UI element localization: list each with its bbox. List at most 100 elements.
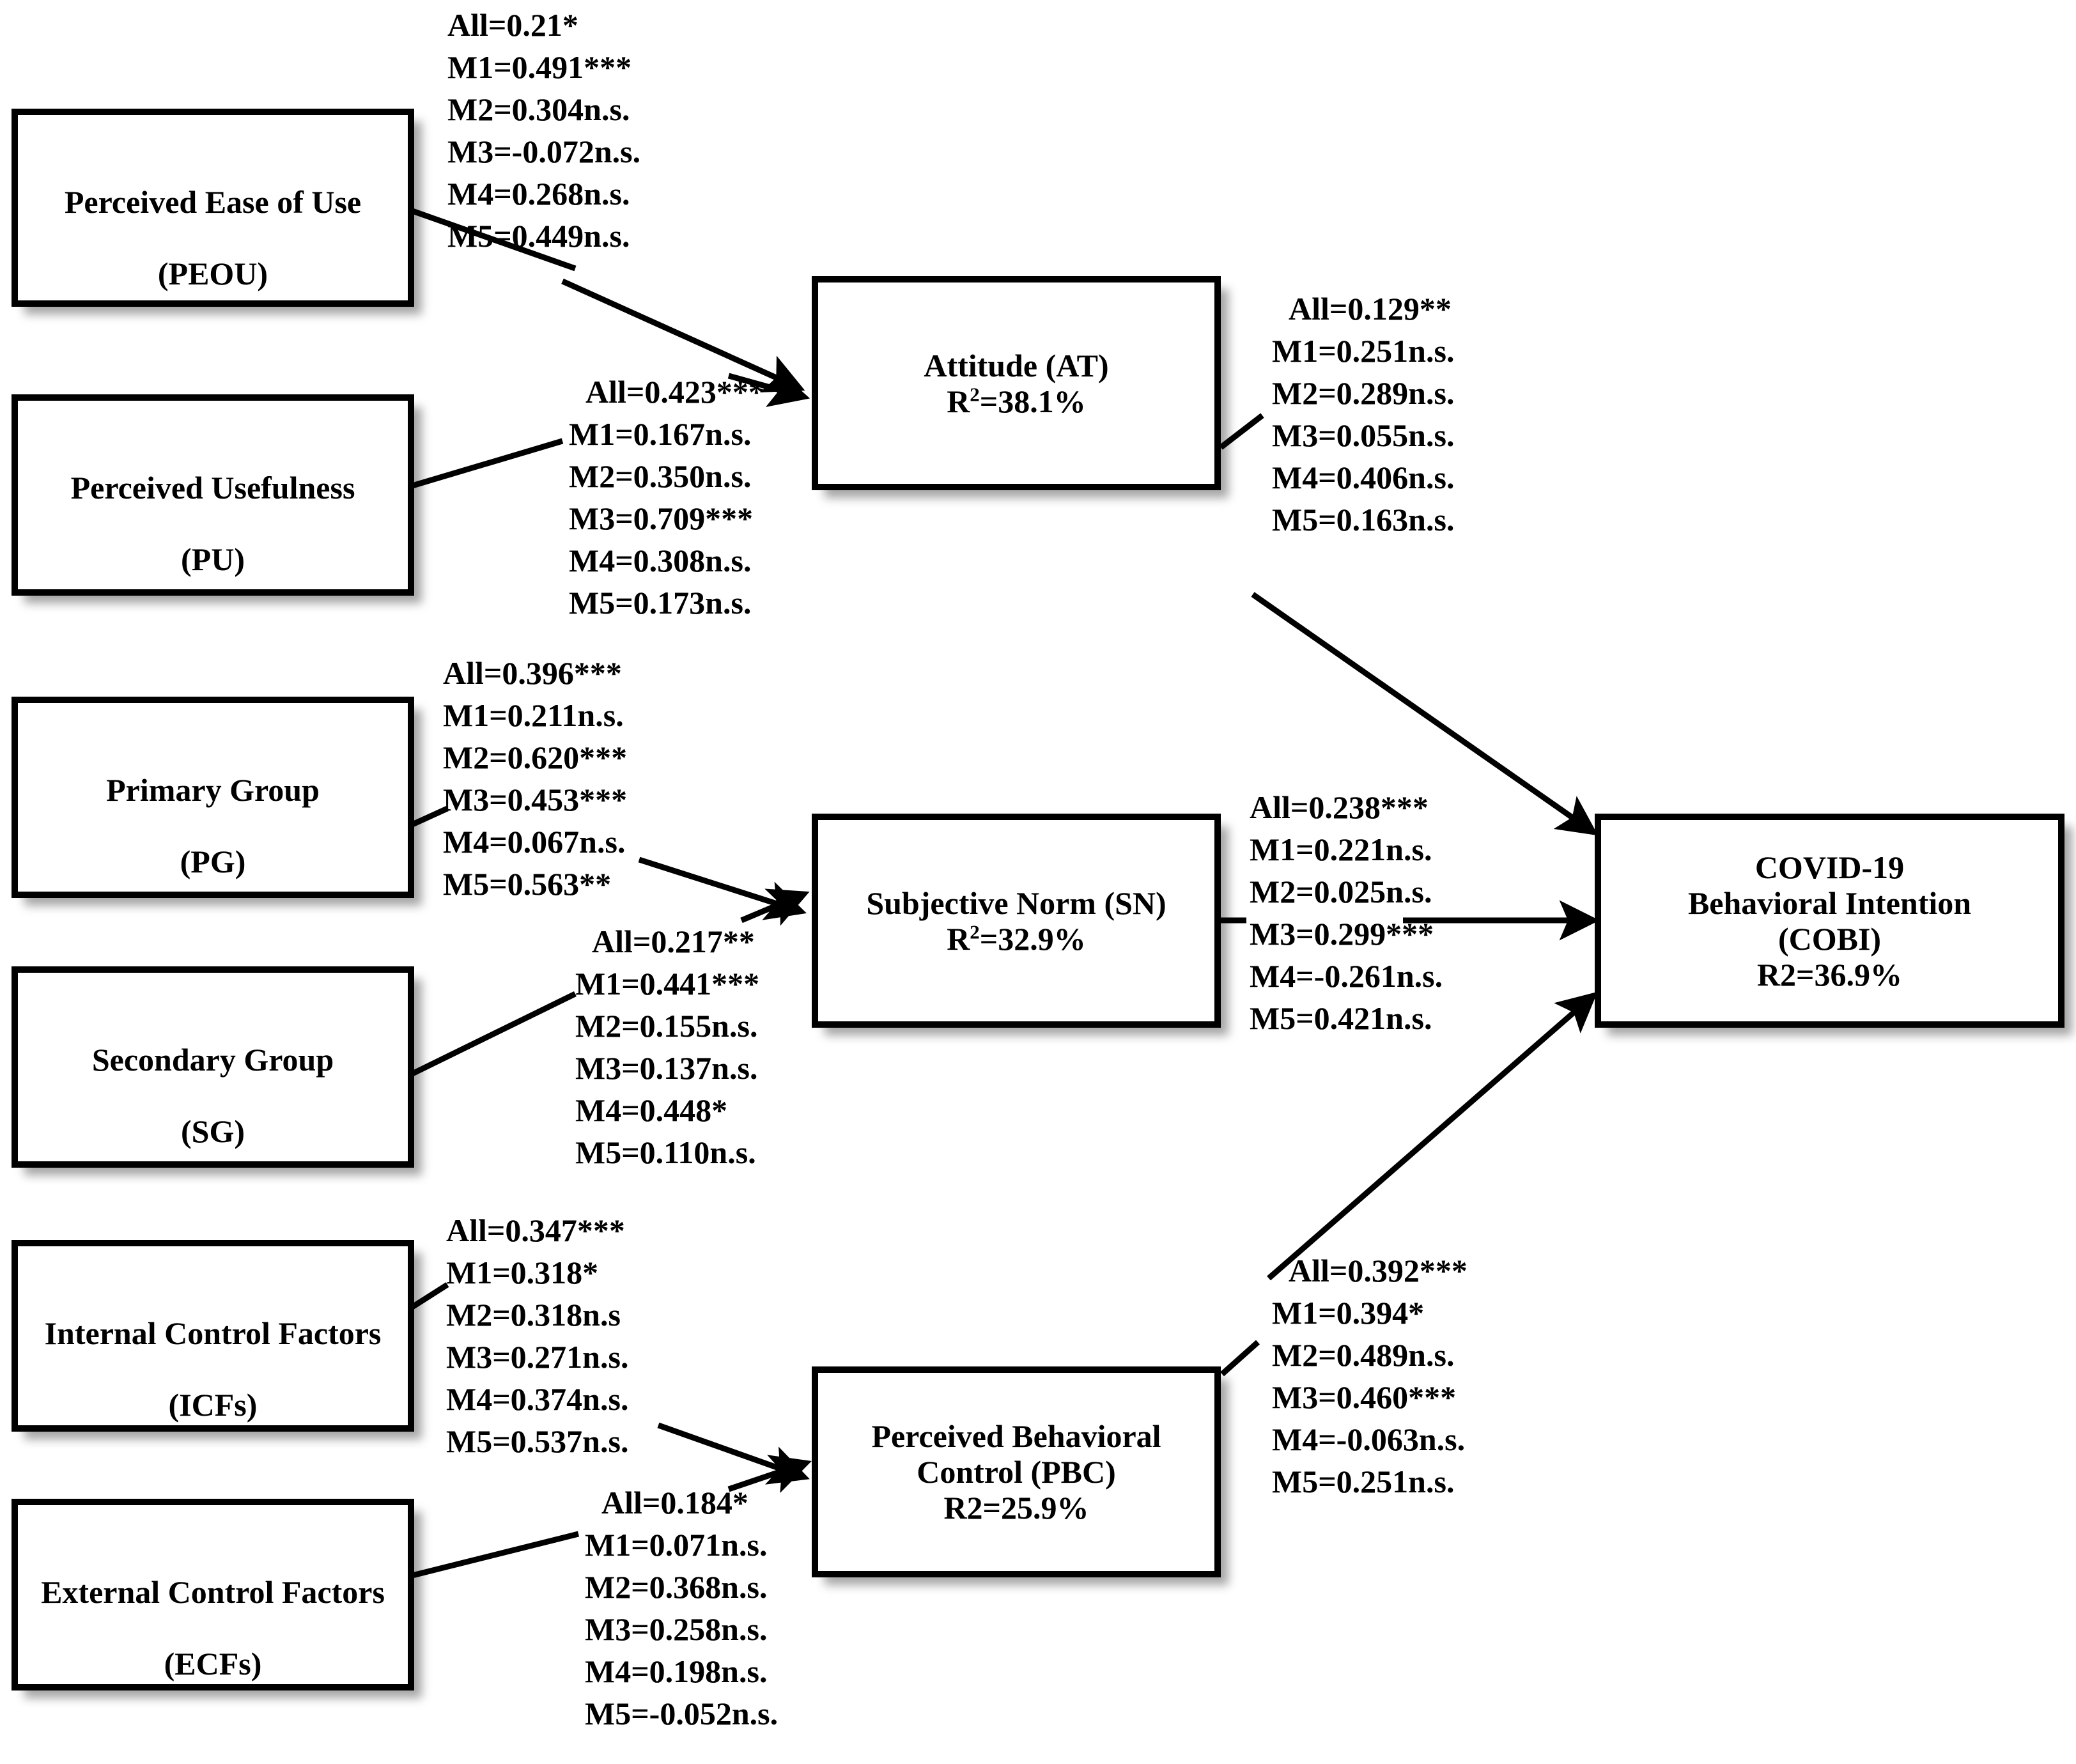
edge-pg-to-sn-arrow	[638, 856, 807, 920]
path-label-line: M2=0.155n.s.	[575, 1008, 758, 1044]
path-label-line: M2=0.350n.s.	[569, 458, 752, 494]
path-label-line: M1=0.441***	[575, 966, 760, 1002]
node-sg-abbrev: (SG)	[180, 1113, 245, 1149]
path-label-line: M4=-0.063n.s.	[1272, 1421, 1466, 1457]
node-perceived-ease-of-use[interactable]: Perceived Ease of Use (PEOU)	[12, 109, 414, 307]
node-secondary-group[interactable]: Secondary Group (SG)	[12, 966, 414, 1168]
path-label-line: M1=0.394*	[1272, 1295, 1425, 1331]
path-label-line: M4=0.406n.s.	[1272, 460, 1455, 495]
path-label-line: M3=0.137n.s.	[575, 1050, 758, 1086]
node-icf-name: Internal Control Factors	[44, 1315, 382, 1351]
edge-pbc-to-cobi-arrow	[1267, 991, 1598, 1281]
node-peou-abbrev: (PEOU)	[157, 256, 268, 291]
path-label-line: M3=0.055n.s.	[1272, 417, 1455, 453]
path-label-line: M3=0.453***	[443, 782, 628, 817]
node-perceived-usefulness[interactable]: Perceived Usefulness (PU)	[12, 394, 414, 596]
node-sn-r2: R2=32.9%	[947, 920, 1086, 957]
node-pu-label: Perceived Usefulness (PU)	[71, 401, 355, 577]
path-label-line: M3=0.258n.s.	[585, 1611, 768, 1647]
node-icf-label: Internal Control Factors (ICFs)	[45, 1246, 382, 1423]
path-label-line: M4=0.067n.s.	[443, 824, 626, 860]
path-label-line: M4=-0.261n.s.	[1250, 958, 1443, 994]
path-label-line: M2=0.318n.s	[446, 1297, 621, 1333]
path-labels-pbc-to-cobi: All=0.392*** M1=0.394* M2=0.489n.s. M3=0…	[1272, 1250, 1468, 1503]
path-label-line: M2=0.304n.s.	[447, 91, 630, 127]
path-label-line: M5=0.563**	[443, 866, 612, 902]
node-icf-abbrev: (ICFs)	[168, 1387, 258, 1423]
path-label-line: All=0.21*	[447, 7, 578, 43]
node-ecf-name: External Control Factors	[41, 1574, 385, 1610]
edge-pbc-to-label	[1220, 1340, 1260, 1377]
node-cobi-r2: R2=36.9%	[1756, 956, 1903, 993]
path-label-line: M3=0.709***	[569, 500, 754, 536]
path-label-line: All=0.423***	[585, 374, 764, 410]
path-label-line: M3=-0.072n.s.	[447, 134, 641, 169]
path-label-line: M4=0.198n.s.	[585, 1653, 768, 1689]
path-label-line: All=0.347***	[446, 1212, 625, 1248]
node-pu-abbrev: (PU)	[181, 541, 245, 577]
node-pbc-name: Perceived Behavioral Control (PBC)	[871, 1418, 1161, 1490]
path-label-line: M4=0.268n.s.	[447, 176, 630, 212]
path-label-line: M1=0.167n.s.	[569, 416, 752, 452]
path-label-line: M2=0.368n.s.	[585, 1569, 768, 1605]
path-labels-ecf-to-pbc: All=0.184* M1=0.071n.s. M2=0.368n.s. M3=…	[585, 1482, 778, 1735]
path-label-line: All=0.392***	[1289, 1253, 1468, 1288]
path-label-line: M3=0.271n.s.	[446, 1339, 629, 1375]
node-pu-name: Perceived Usefulness	[70, 470, 355, 506]
path-label-line: M5=-0.052n.s.	[585, 1696, 778, 1731]
node-at-name: Attitude (AT)	[924, 347, 1109, 383]
node-attitude[interactable]: Attitude (AT) R2=38.1%	[812, 276, 1221, 490]
node-covid19-behavioral-intention[interactable]: COVID-19 Behavioral Intention (COBI) R2=…	[1595, 814, 2064, 1028]
node-perceived-behavioral-control[interactable]: Perceived Behavioral Control (PBC) R2=25…	[812, 1366, 1221, 1577]
path-label-line: M1=0.221n.s.	[1250, 832, 1432, 867]
path-labels-pu-to-at: All=0.423*** M1=0.167n.s. M2=0.350n.s. M…	[569, 371, 764, 624]
path-label-line: M5=0.173n.s.	[569, 585, 752, 621]
path-label-line: M5=0.537n.s.	[446, 1423, 629, 1459]
path-label-line: M4=0.448*	[575, 1092, 728, 1128]
path-label-line: All=0.396***	[443, 655, 622, 691]
path-label-line: M1=0.491***	[447, 49, 632, 85]
node-peou-label: Perceived Ease of Use (PEOU)	[65, 115, 361, 291]
edge-ecf-to-label	[411, 1531, 580, 1579]
path-label-line: M1=0.071n.s.	[585, 1527, 768, 1563]
path-labels-pg-to-sn: All=0.396*** M1=0.211n.s. M2=0.620*** M3…	[443, 652, 627, 905]
path-label-line: M5=0.421n.s.	[1250, 1000, 1432, 1036]
node-cobi-name: COVID-19 Behavioral Intention (COBI)	[1687, 849, 1972, 957]
node-sg-label: Secondary Group (SG)	[92, 973, 334, 1149]
path-labels-sg-to-sn: All=0.217** M1=0.441*** M2=0.155n.s. M3=…	[575, 920, 759, 1173]
path-label-line: M2=0.489n.s.	[1272, 1337, 1455, 1373]
node-primary-group[interactable]: Primary Group (PG)	[12, 697, 414, 898]
edge-sg-to-label	[411, 991, 577, 1077]
edge-icf-to-pbc-arrow	[657, 1422, 810, 1485]
node-subjective-norm[interactable]: Subjective Norm (SN) R2=32.9%	[812, 814, 1221, 1028]
path-label-line: M2=0.620***	[443, 739, 628, 775]
path-label-line: All=0.238***	[1250, 789, 1429, 825]
node-sg-name: Secondary Group	[91, 1042, 334, 1078]
node-external-control-factors[interactable]: External Control Factors (ECFs)	[12, 1499, 414, 1690]
path-label-line: All=0.129**	[1289, 291, 1452, 327]
path-label-line: M1=0.211n.s.	[443, 697, 624, 733]
path-labels-icf-to-pbc: All=0.347*** M1=0.318* M2=0.318n.s M3=0.…	[446, 1209, 628, 1462]
edge-pg-to-label	[411, 805, 449, 828]
path-label-line: All=0.184*	[601, 1485, 748, 1520]
path-label-line: M5=0.163n.s.	[1272, 502, 1455, 538]
node-pbc-r2: R2=25.9%	[943, 1490, 1089, 1526]
path-label-line: M3=0.299***	[1250, 916, 1434, 952]
edge-icf-to-label	[410, 1282, 449, 1310]
path-label-line: M5=0.110n.s.	[575, 1134, 756, 1170]
node-pg-abbrev: (PG)	[180, 844, 246, 879]
path-labels-sn-to-cobi: All=0.238*** M1=0.221n.s. M2=0.025n.s. M…	[1250, 786, 1443, 1039]
edge-sg-to-sn-arrow	[740, 888, 810, 926]
edge-at-to-label	[1219, 413, 1264, 450]
node-internal-control-factors[interactable]: Internal Control Factors (ICFs)	[12, 1240, 414, 1432]
path-labels-at-to-cobi: All=0.129** M1=0.251n.s. M2=0.289n.s. M3…	[1272, 288, 1454, 541]
path-label-line: M1=0.318*	[446, 1255, 599, 1290]
path-label-line: M2=0.289n.s.	[1272, 375, 1455, 411]
node-pg-label: Primary Group (PG)	[106, 703, 320, 879]
path-label-line: M5=0.449n.s.	[447, 218, 630, 254]
node-peou-name: Perceived Ease of Use	[64, 184, 362, 220]
path-label-line: M2=0.025n.s.	[1250, 874, 1432, 909]
path-label-line: M4=0.308n.s.	[569, 543, 752, 578]
path-label-line: M3=0.460***	[1272, 1379, 1457, 1415]
